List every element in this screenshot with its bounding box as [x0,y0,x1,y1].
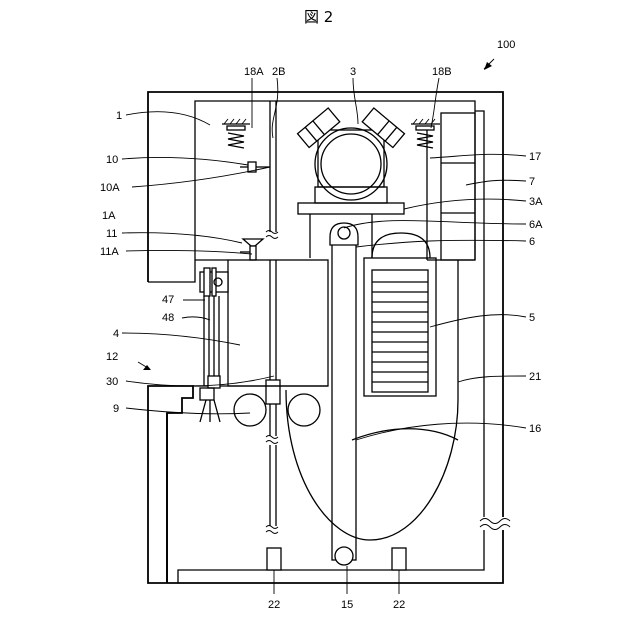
label-6a: 6A [529,219,543,231]
label-47: 47 [162,294,174,306]
label-30: 30 [106,376,118,388]
label-22-left: 22 [268,599,280,611]
label-4: 4 [113,328,119,340]
figure-title: 図 2 [304,8,333,26]
valve-11 [240,239,263,260]
duct-2b [266,101,280,534]
label-11: 11 [106,228,117,240]
tank [228,260,328,386]
label-18b: 18B [432,66,452,78]
label-1a: 1A [102,210,116,222]
label-3a: 3A [529,196,543,208]
filter-column [441,113,475,260]
label-15: 15 [341,599,353,611]
label-11a: 11A [100,246,119,258]
label-10: 10 [106,154,118,166]
label-12: 12 [106,351,118,363]
label-18a: 18A [244,66,264,78]
foot-left [267,548,281,570]
shaft [330,223,358,565]
pump-assembly [200,268,228,388]
foot-right [392,548,406,570]
label-6: 6 [529,236,535,248]
filter-basket [364,233,436,396]
label-10a: 10A [100,182,120,194]
label-2b: 2B [272,66,285,78]
label-17: 17 [529,151,541,163]
label-5: 5 [529,312,535,324]
label-16: 16 [529,423,541,435]
label-100: 100 [497,39,515,51]
label-9: 9 [113,403,119,415]
label-48: 48 [162,312,174,324]
label-22-right: 22 [393,599,405,611]
label-1: 1 [116,110,122,122]
outer-housing [148,92,510,583]
label-7: 7 [529,176,535,188]
label-3: 3 [350,66,356,78]
spring-18a [222,119,250,148]
spring-18b [411,119,440,148]
drain-rollers [200,388,320,426]
label-21: 21 [529,371,541,383]
compressor [298,108,405,214]
